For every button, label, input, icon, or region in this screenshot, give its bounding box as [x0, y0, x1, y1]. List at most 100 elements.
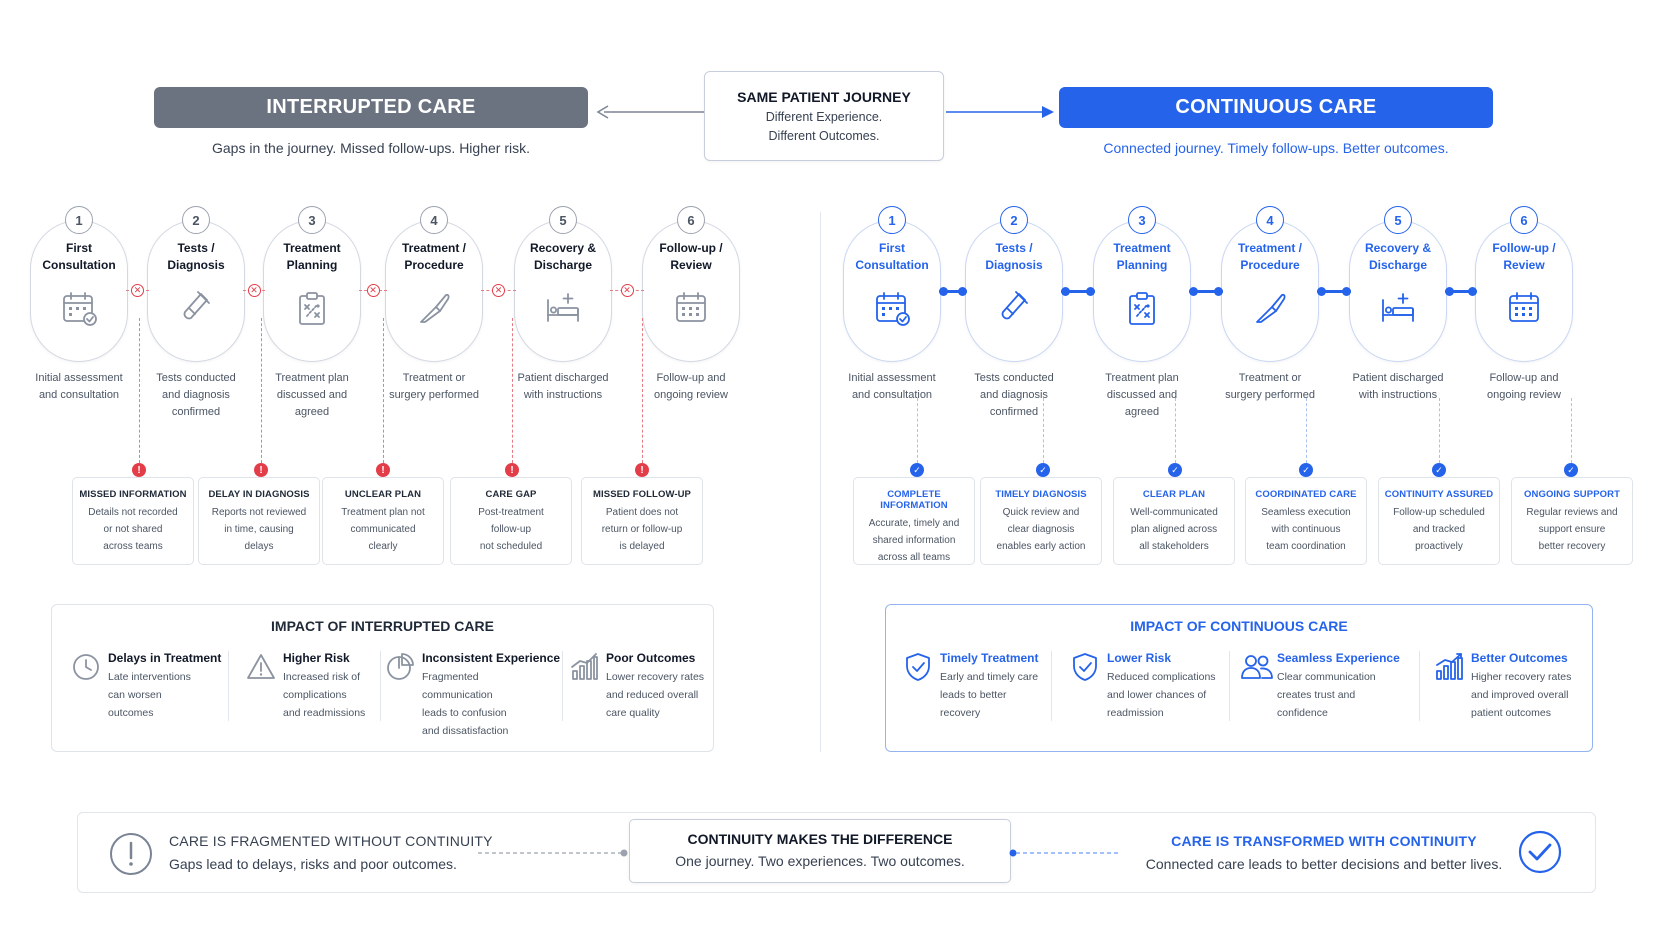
- step-label: Treatment /Procedure: [1237, 241, 1303, 272]
- interrupted-drop-line: [139, 318, 140, 463]
- impact-interrupted-box: IMPACT OF INTERRUPTED CARE Delays in Tre…: [51, 604, 714, 752]
- impact-continuous-box: IMPACT OF CONTINUOUS CARE Timely Treatme…: [885, 604, 1593, 752]
- interrupted-drop-line: [383, 318, 384, 463]
- continuous-care-header: CONTINUOUS CARE: [1059, 87, 1493, 128]
- alert-icon: !: [635, 463, 649, 477]
- impact-heading: Higher Risk: [283, 651, 350, 665]
- x-mark-icon: ✕: [492, 284, 505, 297]
- bar-chart-icon: [568, 651, 600, 683]
- continuous-drop-line: [1043, 398, 1044, 463]
- check-icon: ✓: [1564, 463, 1578, 477]
- center-line-2: Different Outcomes.: [768, 129, 880, 143]
- hospital-bed-icon: [543, 288, 583, 328]
- continuous-drop-line: [1439, 398, 1440, 463]
- test-tube-icon: [994, 288, 1034, 328]
- connected-link: [1445, 289, 1477, 293]
- link-node: [1086, 286, 1095, 296]
- step-number: 6: [1510, 206, 1538, 234]
- scalpel-icon: [1250, 288, 1290, 328]
- impact-interrupted-title: IMPACT OF INTERRUPTED CARE: [271, 618, 494, 634]
- card-title: MISSED FOLLOW-UP: [593, 489, 691, 500]
- footer-left-connector: [478, 849, 628, 857]
- step-pill: [1221, 220, 1319, 362]
- alert-icon: !: [254, 463, 268, 477]
- step-label: Treatment /Procedure: [401, 241, 467, 272]
- interrupted-drop-line: [642, 318, 643, 463]
- x-mark-icon: ✕: [366, 284, 380, 297]
- check-icon: ✓: [1036, 463, 1050, 477]
- footer-right-subtitle: Connected care leads to better decisions…: [1145, 856, 1503, 872]
- test-tube-icon: [176, 288, 216, 328]
- hospital-bed-icon: [1378, 288, 1418, 328]
- check-icon: ✓: [1299, 463, 1313, 477]
- connected-link: [939, 289, 967, 293]
- card-title: DELAY IN DIAGNOSIS: [208, 489, 310, 500]
- impact-separator: [1419, 651, 1420, 721]
- impact-separator: [562, 651, 563, 721]
- step-label: Recovery &Discharge: [1364, 241, 1432, 272]
- footer-right-title: CARE IS TRANSFORMED WITH CONTINUITY: [1171, 833, 1477, 849]
- step-label: Follow-up /Review: [1492, 241, 1556, 272]
- card-title: MISSED INFORMATION: [79, 489, 187, 500]
- link-node: [958, 286, 967, 296]
- growth-chart-icon: [1433, 651, 1465, 683]
- continuous-drop-line: [1306, 398, 1307, 463]
- connected-link: [1189, 289, 1223, 293]
- same-patient-journey-box: SAME PATIENT JOURNEY Different Experienc…: [704, 71, 944, 161]
- continuous-drop-line: [1571, 398, 1572, 463]
- impact-separator: [380, 651, 381, 721]
- alert-icon: !: [376, 463, 390, 477]
- step-number: 6: [677, 206, 705, 234]
- step-number: 2: [1000, 206, 1028, 234]
- shield-check-icon: [1069, 651, 1101, 683]
- interrupted-drop-line: [512, 318, 513, 463]
- x-mark-icon: ✕: [620, 284, 634, 297]
- step-label: Recovery &Discharge: [529, 241, 597, 272]
- step-pill: [1475, 220, 1573, 362]
- users-icon: [1239, 651, 1273, 683]
- arrow-right-icon: [946, 106, 1054, 118]
- interrupted-care-header: INTERRUPTED CARE: [154, 87, 588, 128]
- step-number: 5: [1384, 206, 1412, 234]
- interrupted-care-title: INTERRUPTED CARE: [266, 96, 476, 118]
- impact-heading: Timely Treatment: [940, 651, 1039, 665]
- warning-icon: [245, 651, 277, 683]
- impact-heading: Poor Outcomes: [606, 651, 696, 665]
- center-title: SAME PATIENT JOURNEY: [737, 89, 911, 105]
- clock-icon: [70, 651, 102, 683]
- link-node: [1189, 286, 1198, 296]
- impact-separator: [1229, 651, 1230, 721]
- step-pill: [514, 220, 612, 362]
- link-node: [1317, 286, 1326, 296]
- card-title: CLEAR PLAN: [1142, 489, 1206, 500]
- step-number: 5: [549, 206, 577, 234]
